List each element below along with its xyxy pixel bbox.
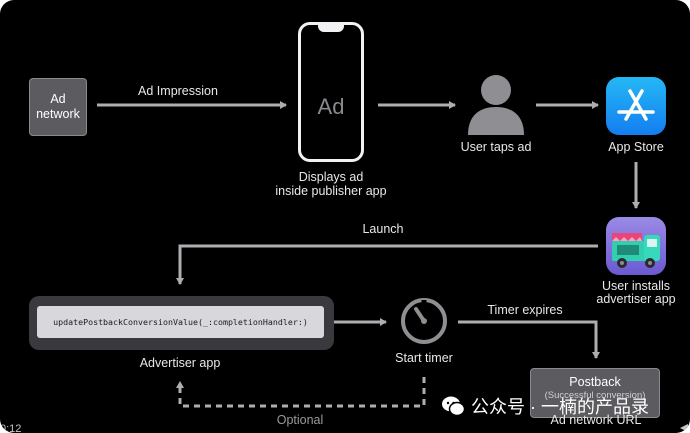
arrow-timer-expires	[458, 320, 600, 359]
person-silhouette-icon	[468, 75, 524, 135]
watermark-text: 公众号 · 一楠的产品录	[471, 397, 649, 417]
wechat-icon	[442, 396, 465, 417]
phone-icon: Ad	[298, 22, 364, 162]
corner-arrow-icon	[680, 424, 688, 432]
app-store-glyph	[617, 89, 655, 121]
watermark: 公众号 · 一楠的产品录	[441, 393, 649, 419]
truck-glyph	[612, 233, 660, 268]
app-store-icon	[606, 77, 666, 135]
edge-label-ad-impression: Ad Impression	[138, 84, 218, 98]
ad-network-box: Ad network	[29, 78, 87, 136]
arrow-launch	[176, 244, 598, 285]
food-truck-app-icon	[606, 217, 666, 275]
edge-label-launch: Launch	[362, 222, 404, 236]
phone-caption-2: inside publisher app	[275, 184, 387, 198]
timer-icon	[401, 298, 447, 344]
advertiser-app-caption: Advertiser app	[139, 356, 221, 370]
user-caption: User taps ad	[460, 140, 532, 154]
timer-caption: Start timer	[395, 351, 453, 365]
phone-caption-1: Displays ad	[298, 170, 364, 184]
phone-notch	[318, 24, 344, 32]
edge-label-timer-expires: Timer expires	[487, 303, 563, 317]
edge-label-optional: Optional	[276, 413, 324, 427]
postback-title: Postback	[569, 375, 621, 389]
timecode-label: 0:12	[0, 423, 22, 433]
ad-network-label-2: network	[36, 107, 80, 121]
app-store-caption: App Store	[608, 140, 664, 154]
installer-caption-1: User installs	[601, 279, 671, 293]
arrow-optional-dashed	[176, 377, 426, 408]
code-method-box: updatePostbackConversionValue(_:completi…	[37, 306, 324, 338]
phone-screen-text: Ad	[317, 94, 345, 119]
installer-caption-2: advertiser app	[596, 292, 676, 306]
postback-caption: Ad network URL	[550, 413, 642, 427]
postback-subtitle: (Successful conversion)	[544, 390, 646, 401]
ad-network-label-1: Ad	[50, 92, 66, 106]
postback-box: Postback (Successful conversion)	[530, 368, 660, 418]
